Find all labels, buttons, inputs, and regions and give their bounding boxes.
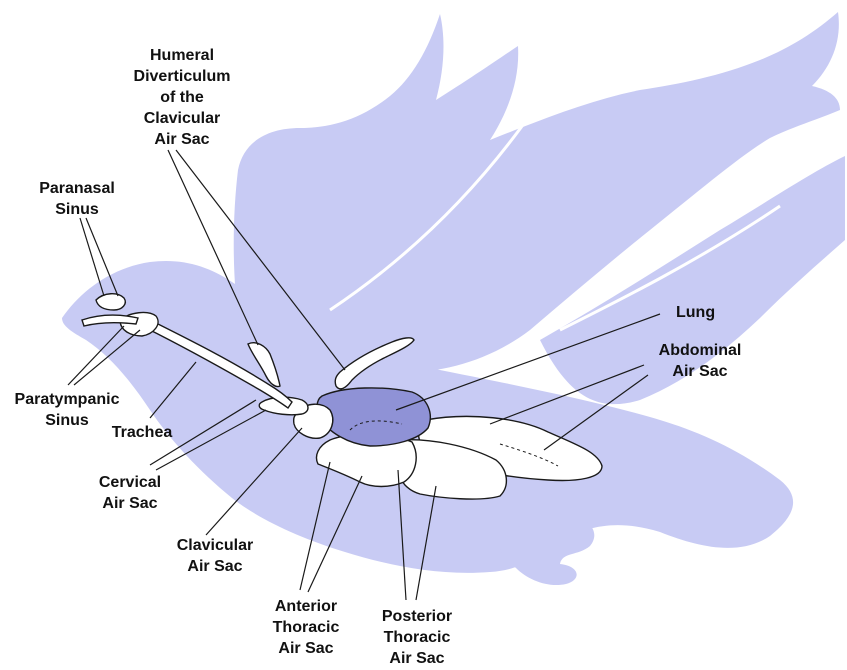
label-line: Clavicular [112, 108, 252, 129]
label-cervical-air-sac: Cervical Air Sac [80, 472, 180, 514]
label-line: Posterior [362, 606, 472, 627]
label-lung: Lung [676, 302, 736, 323]
label-posterior-thoracic-air-sac: Posterior Thoracic Air Sac [362, 606, 472, 669]
label-line: Air Sac [362, 648, 472, 669]
label-line: Paratympanic [2, 389, 132, 410]
label-line: Air Sac [256, 638, 356, 659]
label-line: Clavicular [160, 535, 270, 556]
label-line: Trachea [92, 422, 192, 443]
label-line: Cervical [80, 472, 180, 493]
label-line: Thoracic [362, 627, 472, 648]
label-line: Air Sac [160, 556, 270, 577]
label-line: Anterior [256, 596, 356, 617]
label-line: Air Sac [80, 493, 180, 514]
label-clavicular-air-sac: Clavicular Air Sac [160, 535, 270, 577]
label-humeral-diverticulum: Humeral Diverticulum of the Clavicular A… [112, 45, 252, 150]
label-paranasal-sinus: Paranasal Sinus [22, 178, 132, 220]
label-trachea: Trachea [92, 422, 192, 443]
label-line: Sinus [22, 199, 132, 220]
label-abdominal-air-sac: Abdominal Air Sac [640, 340, 760, 382]
label-line: Humeral [112, 45, 252, 66]
label-line: Air Sac [112, 129, 252, 150]
label-line: Abdominal [640, 340, 760, 361]
label-anterior-thoracic-air-sac: Anterior Thoracic Air Sac [256, 596, 356, 659]
label-line: Thoracic [256, 617, 356, 638]
leader-paranasal-1 [80, 218, 104, 296]
label-line: Diverticulum [112, 66, 252, 87]
label-line: of the [112, 87, 252, 108]
label-line: Air Sac [640, 361, 760, 382]
label-line: Paranasal [22, 178, 132, 199]
label-line: Lung [676, 302, 736, 323]
